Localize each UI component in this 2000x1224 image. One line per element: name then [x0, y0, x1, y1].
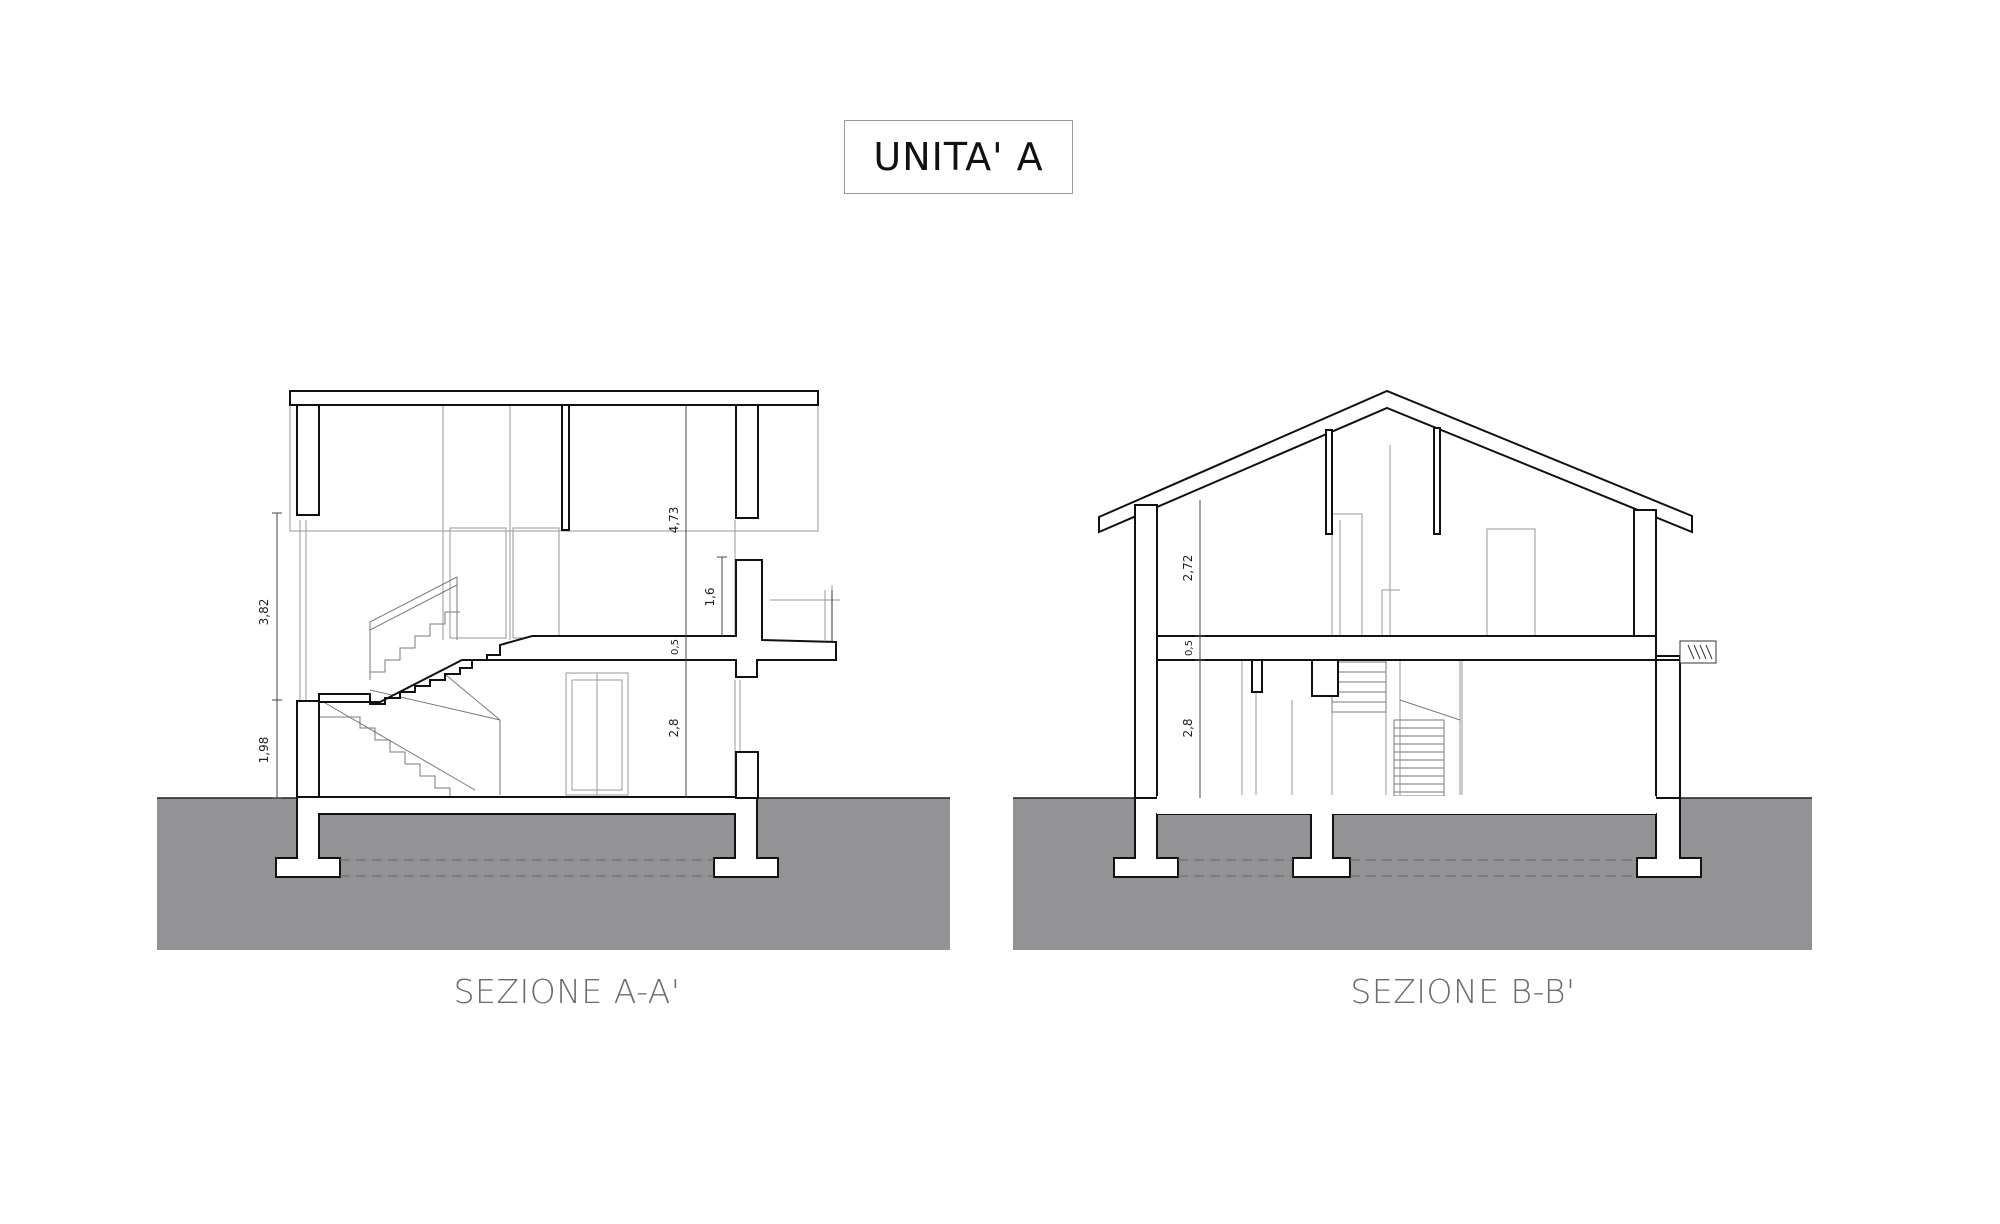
roof-b [1098, 389, 1693, 534]
floor-slab-b [1156, 635, 1681, 697]
wall-b-left [1134, 504, 1158, 799]
staircase-b [1331, 661, 1461, 797]
ground-floor-b [1157, 796, 1656, 814]
section-a-caption: SEZIONE A-A' [453, 972, 681, 1011]
dim-b-05: 0,5 [1184, 640, 1195, 656]
sheet-title: UNITA' A [844, 120, 1073, 194]
foundation-a [275, 796, 779, 878]
wall-b-right-lower [1655, 658, 1681, 799]
dim-b-272: 2,72 [1181, 555, 1195, 582]
column-b-1 [1325, 429, 1333, 535]
dim-a-16: 1,6 [703, 587, 717, 606]
column-a-mid [561, 404, 570, 531]
dimension-lines-b [1195, 500, 1205, 798]
floor-structure-a [296, 559, 837, 798]
dim-a-473: 4,73 [667, 507, 681, 534]
dim-a-05: 0,5 [670, 639, 681, 655]
column-b-2 [1433, 427, 1441, 535]
dim-a-198: 1,98 [257, 737, 271, 764]
dimension-lines-a [272, 405, 727, 799]
section-a: 3,82 1,98 4,73 1,6 0,5 2,8 [157, 390, 950, 950]
pillar-b-small-2 [1311, 659, 1339, 697]
staircase-a [319, 576, 501, 796]
dim-a-28: 2,8 [667, 718, 681, 737]
dim-b-28: 2,8 [1181, 718, 1195, 737]
elevation-lines-b [1241, 445, 1536, 795]
section-b: 2,72 0,5 2,8 [1013, 389, 1812, 950]
wall-a-right-upper [735, 404, 759, 519]
wall-a-left-upper [296, 404, 320, 516]
pillar-b-small-1 [1251, 659, 1263, 693]
roof-slab-a [289, 390, 819, 406]
wall-a-right-lower [735, 751, 759, 799]
wall-b-right [1633, 509, 1657, 657]
section-b-caption: SEZIONE B-B' [1350, 972, 1576, 1011]
vent-b [1679, 640, 1717, 664]
dim-a-382: 3,82 [257, 599, 271, 626]
